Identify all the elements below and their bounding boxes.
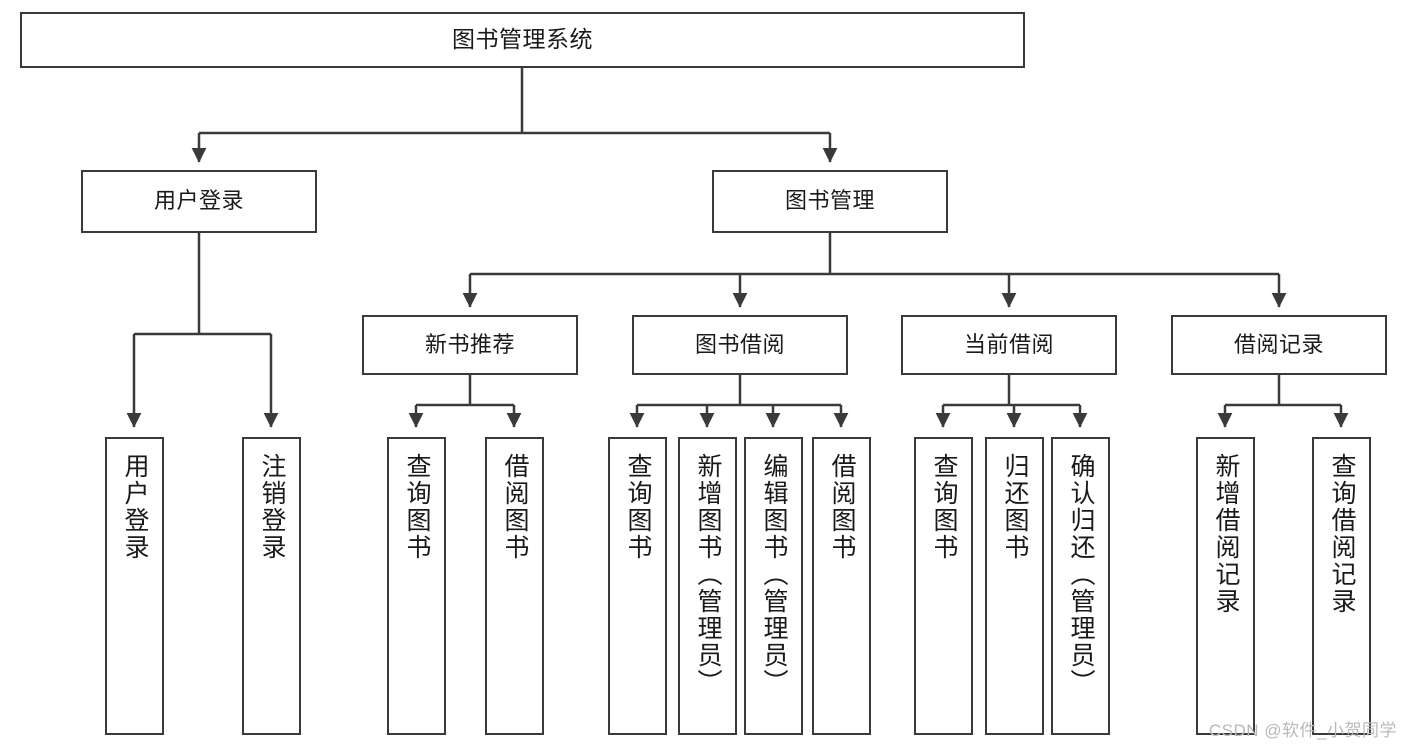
node-label: 编辑图书（管理员） (760, 453, 788, 696)
leaf-borrow-query-book[interactable]: 查询图书 (608, 437, 667, 735)
node-new-book-recommend[interactable]: 新书推荐 (362, 315, 578, 375)
node-current-borrow[interactable]: 当前借阅 (901, 315, 1117, 375)
leaf-recommend-query-book[interactable]: 查询图书 (387, 437, 446, 735)
leaf-current-confirm-return-admin[interactable]: 确认归还（管理员） (1051, 437, 1110, 735)
node-label: 图书管理 (784, 188, 875, 214)
node-label: 新书推荐 (424, 331, 515, 357)
node-label: 查询图书 (930, 453, 958, 561)
node-label: 借阅图书 (501, 453, 529, 561)
leaf-current-query-book[interactable]: 查询图书 (914, 437, 973, 735)
leaf-recommend-borrow-book[interactable]: 借阅图书 (485, 437, 544, 735)
node-root-system[interactable]: 图书管理系统 (20, 12, 1025, 68)
node-user-login[interactable]: 用户登录 (81, 170, 317, 233)
node-label: 查询借阅记录 (1328, 453, 1356, 615)
node-label: 新增图书（管理员） (694, 453, 722, 696)
node-label: 新增借阅记录 (1212, 453, 1240, 615)
node-label: 用户登录 (153, 188, 244, 214)
leaf-record-add-record[interactable]: 新增借阅记录 (1196, 437, 1255, 735)
node-label: 确认归还（管理员） (1067, 453, 1095, 696)
node-book-borrow[interactable]: 图书借阅 (632, 315, 848, 375)
node-book-management[interactable]: 图书管理 (712, 170, 948, 233)
node-label: 借阅图书 (828, 453, 856, 561)
leaf-user-login-login[interactable]: 用户登录 (105, 437, 164, 735)
node-label: 查询图书 (403, 453, 431, 561)
node-label: 当前借阅 (963, 331, 1054, 357)
node-label: 查询图书 (624, 453, 652, 561)
node-label: 图书管理系统 (452, 26, 593, 53)
node-label: 借阅记录 (1233, 331, 1324, 357)
node-label: 注销登录 (258, 453, 286, 561)
node-label: 归还图书 (1001, 453, 1029, 561)
node-label: 图书借阅 (694, 331, 785, 357)
node-label: 用户登录 (121, 453, 149, 561)
leaf-record-query-record[interactable]: 查询借阅记录 (1312, 437, 1371, 735)
leaf-borrow-borrow-book[interactable]: 借阅图书 (812, 437, 871, 735)
csdn-watermark: CSDN @软件_小贺同学 (1208, 721, 1397, 740)
leaf-user-login-logout[interactable]: 注销登录 (242, 437, 301, 735)
leaf-borrow-add-book-admin[interactable]: 新增图书（管理员） (678, 437, 737, 735)
leaf-current-return-book[interactable]: 归还图书 (985, 437, 1044, 735)
leaf-borrow-edit-book-admin[interactable]: 编辑图书（管理员） (744, 437, 803, 735)
node-borrow-record[interactable]: 借阅记录 (1171, 315, 1387, 375)
